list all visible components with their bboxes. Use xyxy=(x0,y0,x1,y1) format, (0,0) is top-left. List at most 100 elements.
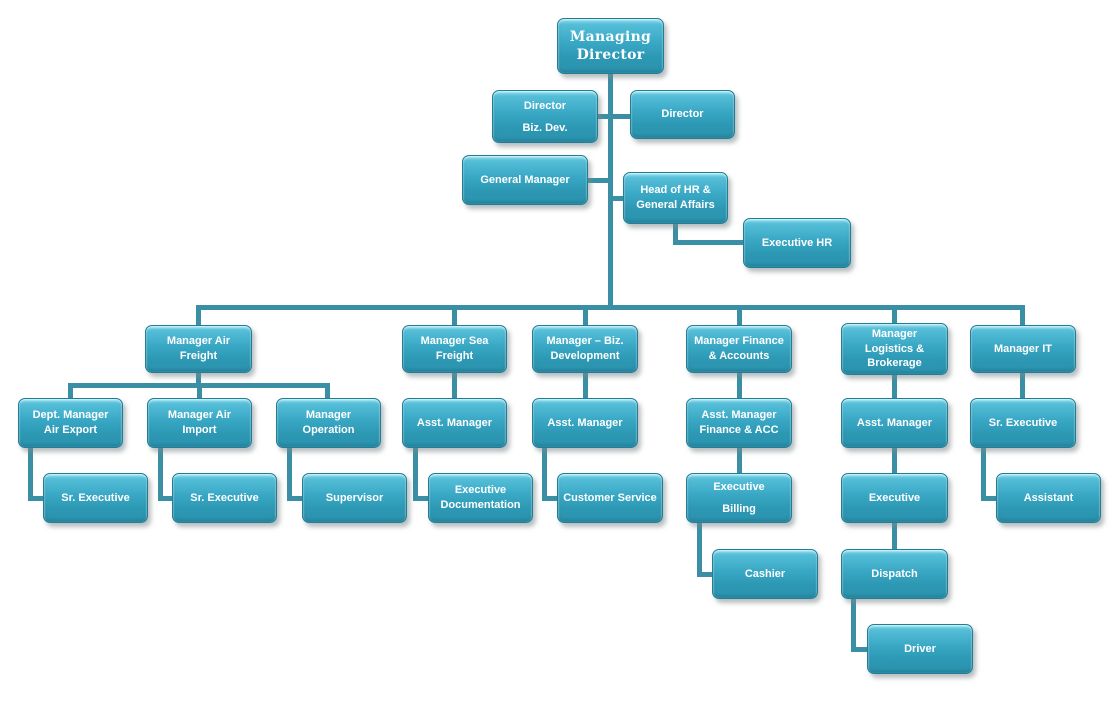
org-node-label: Head of HR & xyxy=(640,184,711,197)
org-node-label: Air Export xyxy=(43,424,98,436)
org-node-label: Manager Finance xyxy=(694,335,784,348)
connector-line-0 xyxy=(608,73,613,309)
connector-line-36 xyxy=(542,496,559,501)
connector-line-33 xyxy=(413,448,418,501)
org-node-label: Dept. Manager xyxy=(32,409,109,422)
org-node-label: Operation xyxy=(302,424,355,436)
connector-line-19 xyxy=(452,373,457,399)
connector-line-35 xyxy=(542,448,547,501)
connector-line-38 xyxy=(697,572,713,577)
connector-line-11 xyxy=(737,308,742,326)
connector-line-30 xyxy=(158,496,174,501)
org-node-label: Logistics & xyxy=(864,342,925,355)
org-node-sr-executive-it: Sr. Executive xyxy=(970,398,1076,448)
org-node-executive-hr: Executive HR xyxy=(743,218,851,268)
connector-line-16 xyxy=(68,386,73,399)
org-node-label: Manager IT xyxy=(993,342,1053,355)
connector-line-32 xyxy=(287,496,303,501)
org-node-label: Assistant xyxy=(1023,491,1074,504)
org-node-label: Sr. Executive xyxy=(190,491,259,504)
org-node-label: Executive xyxy=(713,481,765,493)
org-node-sr-executive-air-import: Sr. Executive xyxy=(172,473,277,523)
org-node-label: Manager – Biz. xyxy=(546,335,624,348)
connector-line-37 xyxy=(697,523,702,577)
connector-line-5 xyxy=(673,224,678,245)
connector-line-22 xyxy=(892,374,897,399)
org-node-sr-executive-air-export: Sr. Executive xyxy=(43,473,148,523)
org-node-cashier: Cashier xyxy=(712,549,818,599)
connector-line-40 xyxy=(851,647,868,652)
org-node-manager-finance-accounts: Manager Finance& Accounts xyxy=(686,325,792,373)
org-node-label: Asst. Manager xyxy=(701,409,777,422)
org-node-label: Cashier xyxy=(744,567,786,580)
org-node-label: Freight xyxy=(435,350,474,362)
connector-line-1 xyxy=(598,114,610,119)
org-node-head-of-hr-general-affairs: Head of HR &General Affairs xyxy=(623,172,728,224)
org-node-asst-manager-biz: Asst. Manager xyxy=(532,398,638,448)
org-node-label: Manager Sea xyxy=(420,335,489,348)
org-node-label: Asst. Manager xyxy=(416,416,493,429)
connector-line-10 xyxy=(583,308,588,326)
org-node-asst-manager-sea: Asst. Manager xyxy=(402,398,507,448)
connector-line-6 xyxy=(673,240,745,245)
org-node-label: Asst. Manager xyxy=(856,416,933,429)
org-node-label: Director xyxy=(661,108,704,121)
connector-line-27 xyxy=(28,448,33,501)
org-node-label: Executive HR xyxy=(761,236,833,249)
org-node-asst-manager-logistics: Asst. Manager xyxy=(841,398,948,448)
org-node-label: Supervisor xyxy=(325,491,384,504)
connector-line-4 xyxy=(611,196,625,201)
connector-line-28 xyxy=(28,496,44,501)
org-node-label: Asst. Manager xyxy=(547,416,623,429)
org-node-supervisor: Supervisor xyxy=(302,473,407,523)
org-node-assistant: Assistant xyxy=(996,473,1101,523)
org-node-label: Sr. Executive xyxy=(988,416,1058,429)
org-node-dispatch: Dispatch xyxy=(841,549,948,599)
org-node-driver: Driver xyxy=(867,624,973,674)
connector-line-29 xyxy=(158,448,163,501)
org-node-label: Manager xyxy=(305,409,352,422)
connector-line-20 xyxy=(583,373,588,399)
connector-line-14 xyxy=(196,373,201,386)
connector-line-17 xyxy=(197,386,202,399)
connector-line-15 xyxy=(68,383,330,388)
org-node-label: Brokerage xyxy=(867,357,922,370)
org-node-label: Freight xyxy=(179,350,218,362)
org-node-label: Billing xyxy=(722,503,756,515)
org-node-label: Sr. Executive xyxy=(61,491,130,504)
org-node-customer-service: Customer Service xyxy=(557,473,663,523)
org-node-label: Director xyxy=(576,47,645,63)
connector-line-42 xyxy=(981,496,997,501)
org-node-label: Finance & ACC xyxy=(699,424,779,436)
org-node-label: Manager Air xyxy=(166,335,231,348)
connector-line-34 xyxy=(413,496,429,501)
org-node-executive-logistics: Executive xyxy=(841,473,948,523)
org-node-label: Development xyxy=(550,350,620,362)
connector-line-24 xyxy=(737,448,742,474)
connector-line-31 xyxy=(287,448,292,501)
org-node-director: Director xyxy=(630,90,735,139)
connector-line-12 xyxy=(892,308,897,324)
org-node-label: Import xyxy=(182,424,217,436)
org-node-manager-it: Manager IT xyxy=(970,325,1076,373)
org-node-label: Director xyxy=(523,99,567,112)
connector-line-8 xyxy=(196,308,201,326)
org-node-label: Manager xyxy=(871,327,918,340)
connector-line-18 xyxy=(325,386,330,399)
org-node-general-manager: General Manager xyxy=(462,155,588,205)
connector-line-3 xyxy=(588,178,610,183)
org-node-label: Executive xyxy=(454,484,507,497)
connector-line-39 xyxy=(851,598,856,652)
org-node-label: Executive xyxy=(868,491,921,504)
org-node-label: General Manager xyxy=(480,173,570,186)
